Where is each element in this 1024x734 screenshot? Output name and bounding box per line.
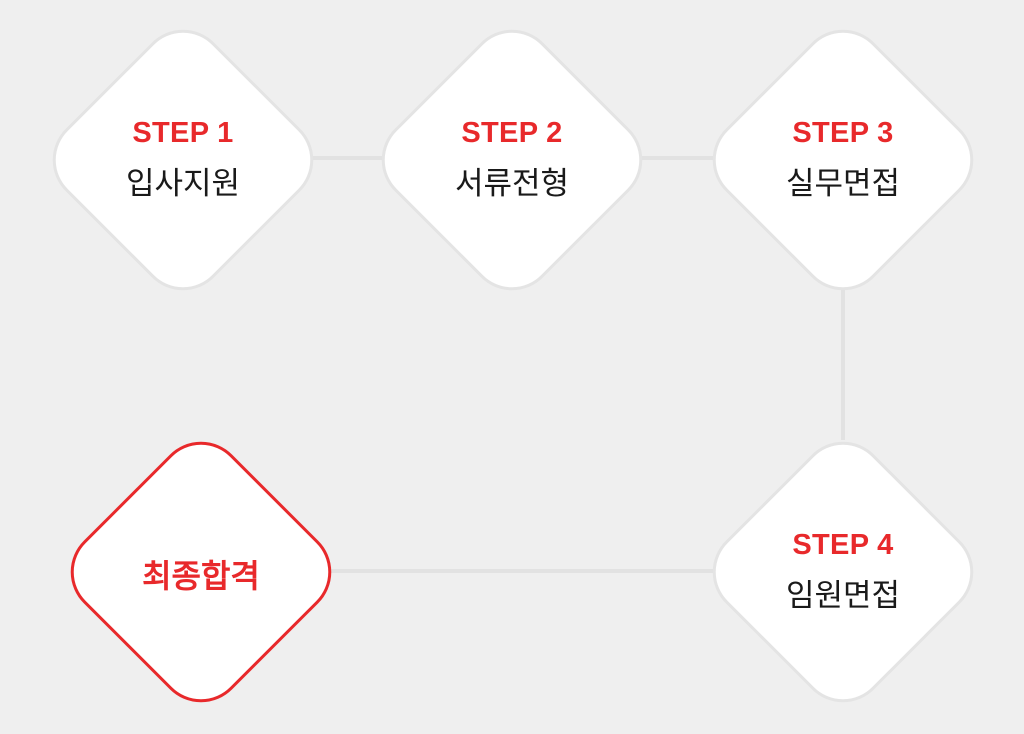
final-title: 최종합격 xyxy=(142,557,260,595)
step-2-content: STEP 2 서류전형 xyxy=(382,116,642,204)
step-1-content: STEP 1 입사지원 xyxy=(53,116,313,204)
step-3-content: STEP 3 실무면접 xyxy=(713,116,973,204)
connector-step2-step3 xyxy=(630,156,730,160)
final-content: 최종합격 xyxy=(71,556,331,596)
step-3-title: 실무면접 xyxy=(785,166,901,202)
step-2-label: STEP 2 xyxy=(461,117,563,149)
step-2-title: 서류전형 xyxy=(454,166,570,202)
connector-step3-step4 xyxy=(841,290,845,440)
step-3-label: STEP 3 xyxy=(792,117,894,149)
connector-step4-final xyxy=(330,569,720,573)
step-4-label: STEP 4 xyxy=(792,529,894,561)
step-4-content: STEP 4 임원면접 xyxy=(713,528,973,616)
step-1-title: 입사지원 xyxy=(125,166,241,202)
step-1-label: STEP 1 xyxy=(132,117,234,149)
connector-step1-step2 xyxy=(300,156,400,160)
step-4-title: 임원면접 xyxy=(785,578,901,614)
